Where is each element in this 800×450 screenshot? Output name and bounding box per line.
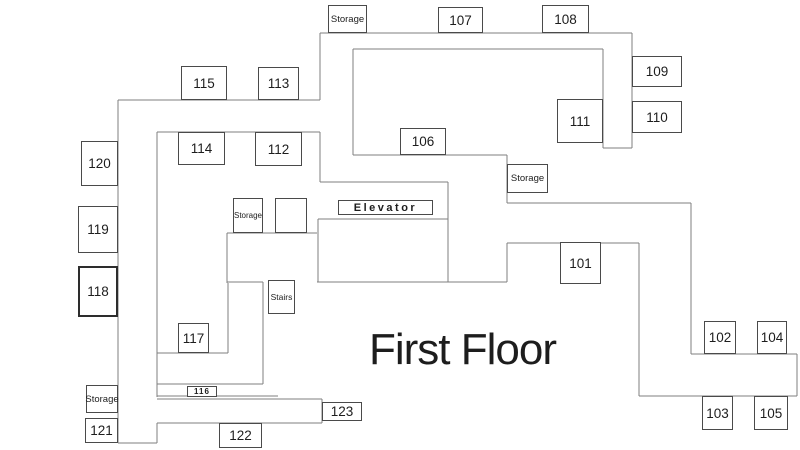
storage-right-label: Storage (510, 173, 545, 184)
storage-mid-box: Storage (233, 198, 263, 233)
room-110-box: 110 (632, 101, 682, 133)
room-113-box: 113 (258, 67, 299, 100)
room-119-label: 119 (87, 222, 109, 237)
room-112-label: 112 (267, 141, 290, 157)
room-115-label: 115 (193, 75, 215, 91)
room-121-label: 121 (90, 423, 113, 438)
storage-left-label: Storage (85, 393, 119, 405)
storage-mid-label: Storage (233, 211, 263, 220)
room-119-box: 119 (78, 206, 118, 253)
room-105-box: 105 (754, 396, 788, 430)
room-102-label: 102 (708, 330, 732, 345)
room-103-label: 103 (706, 405, 729, 421)
floor-title: First Floor (369, 325, 557, 374)
room-109-label: 109 (645, 64, 669, 79)
room-116-box: 116 (187, 386, 217, 397)
room-120-label: 120 (88, 156, 111, 171)
room-118-label: 118 (87, 284, 109, 299)
room-120-box: 120 (81, 141, 118, 186)
room-108-box: 108 (542, 5, 589, 33)
room-113-label: 113 (267, 76, 290, 91)
room-111-label: 111 (569, 113, 591, 129)
room-107-label: 107 (449, 12, 472, 28)
room-118-box: 118 (78, 266, 118, 317)
room-117-box: 117 (178, 323, 209, 353)
room-122-label: 122 (229, 428, 252, 443)
room-114-box: 114 (178, 132, 225, 165)
room-123-label: 123 (330, 404, 354, 419)
storage-right-box: Storage (507, 164, 548, 193)
room-102-box: 102 (704, 321, 736, 354)
room-114-label: 114 (190, 141, 213, 156)
room-104-box: 104 (757, 321, 787, 354)
room-112-box: 112 (255, 132, 302, 166)
stairs-label: Stairs (270, 292, 293, 302)
room-110-label: 110 (646, 109, 668, 125)
storage-left-box: Storage (85, 385, 119, 413)
elevator-box: Elevator (338, 200, 433, 215)
room-109-box: 109 (632, 56, 682, 87)
room-105-label: 105 (759, 405, 783, 421)
room-108-label: 108 (554, 11, 577, 27)
room-115-box: 115 (181, 66, 227, 100)
room-111-box: 111 (557, 99, 603, 143)
room-117-label: 117 (182, 330, 205, 346)
room-116-label: 116 (194, 387, 210, 396)
stairs-box: Stairs (268, 280, 295, 314)
storage-top-label: Storage (330, 13, 365, 25)
room-106-label: 106 (411, 134, 435, 149)
elevator-label: Elevator (353, 201, 418, 214)
room-107-box: 107 (438, 7, 483, 33)
storage-top-box: Storage (328, 5, 367, 33)
room-121-box: 121 (85, 418, 118, 443)
room-103-box: 103 (702, 396, 733, 430)
room-101-box: 101 (560, 242, 601, 284)
room-104-label: 104 (760, 330, 784, 345)
room-123-box: 123 (322, 402, 362, 421)
closet-mid-box (275, 198, 307, 233)
room-122-box: 122 (219, 423, 262, 448)
room-106-box: 106 (400, 128, 446, 155)
room-101-label: 101 (569, 255, 592, 271)
